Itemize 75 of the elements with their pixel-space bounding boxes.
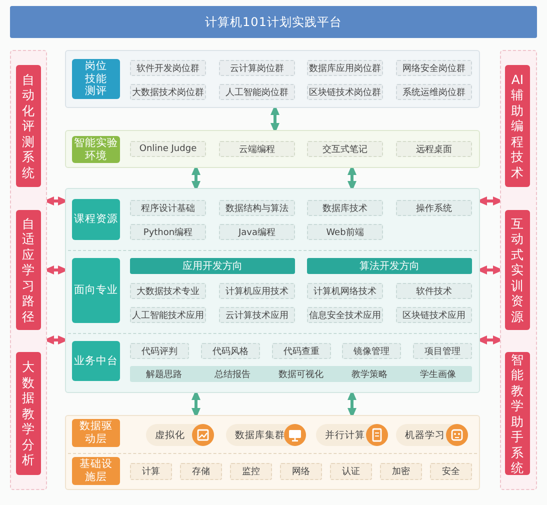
item-cell: 数据库技术 xyxy=(307,200,383,216)
item-cell: 计算机应用技术 xyxy=(219,283,295,299)
item-pill xyxy=(146,424,214,446)
item-cell: 软件技术 xyxy=(396,283,472,299)
item-cell: Online Judge xyxy=(130,141,206,157)
item-cell: 信息安全技术应用 xyxy=(307,307,383,323)
side-panel xyxy=(10,50,47,490)
item-cell: 远程桌面 xyxy=(396,141,472,157)
feature-box: 自适应学习路径 xyxy=(16,210,41,330)
item-cell: 软件开发岗位群 xyxy=(130,60,206,76)
layer-panel xyxy=(65,188,480,393)
item-cell: 程序设计基础 xyxy=(130,200,206,216)
item-cell: Python编程 xyxy=(130,224,206,240)
item-cell: 操作系统 xyxy=(396,200,472,216)
item-cell: 计算机网络技术 xyxy=(307,283,383,299)
item-cell: 代码评判 xyxy=(130,343,189,359)
title-bar: 计算机101计划实践平台 xyxy=(10,6,537,38)
tag-text: 总结报告 xyxy=(214,368,252,380)
pill-text: 数据库集群 xyxy=(235,428,285,442)
item-cell: 云计算技术应用 xyxy=(219,307,295,323)
item-cell: 网络安全岗位群 xyxy=(396,60,472,76)
item-cell: 大数据技术专业 xyxy=(130,283,206,299)
item-pill xyxy=(316,424,388,446)
feature-box: 互动式实训资源 xyxy=(505,210,530,330)
item-cell: 数据结构与算法 xyxy=(219,200,295,216)
item-pill xyxy=(226,424,306,446)
item-cell: 交互式笔记 xyxy=(307,141,383,157)
feature-box: 大数据教学分析 xyxy=(16,352,41,475)
item-cell: 系统运维岗位群 xyxy=(396,84,472,100)
item-cell: 认证 xyxy=(330,463,372,480)
item-cell: 区块链技术岗位群 xyxy=(307,84,383,100)
item-cell: 项目管理 xyxy=(413,343,472,359)
item-cell: 代码查重 xyxy=(272,343,331,359)
item-cell: Web前端 xyxy=(307,224,383,240)
feature-box: AI辅助编程技术 xyxy=(505,65,530,187)
layer-label: 业务中台 xyxy=(72,341,120,381)
item-cell: 数据库应用岗位群 xyxy=(307,60,383,76)
pill-text: 机器学习 xyxy=(405,428,445,442)
item-cell: 计算 xyxy=(130,463,172,480)
item-cell: 大数据技术岗位群 xyxy=(130,84,206,100)
feature-box: 智能教学助手系统 xyxy=(505,352,530,475)
item-cell: 区块链技术应用 xyxy=(396,307,472,323)
item-cell: 人工智能技术应用 xyxy=(130,307,206,323)
item-cell: 人工智能岗位群 xyxy=(219,84,295,100)
item-cell: 代码风格 xyxy=(201,343,260,359)
item-cell: 云端编程 xyxy=(219,141,295,157)
direction-band: 算法开发方向 xyxy=(307,258,472,274)
item-pill xyxy=(396,424,468,446)
pill-text: 并行计算 xyxy=(325,428,365,442)
item-cell: 加密 xyxy=(380,463,422,480)
item-cell: 镜像管理 xyxy=(342,343,401,359)
side-panel xyxy=(500,50,537,490)
item-cell: 云计算岗位群 xyxy=(219,60,295,76)
pill-text: 虚拟化 xyxy=(155,428,185,442)
layer-label: 面向专业 xyxy=(72,258,120,323)
layer-panel xyxy=(65,50,480,108)
tag-band xyxy=(130,366,472,382)
tag-text: 学生画像 xyxy=(418,368,457,380)
layer-label: 基础设施层 xyxy=(72,457,120,485)
direction-band: 应用开发方向 xyxy=(130,258,295,274)
layer-label: 智能实验环境 xyxy=(72,136,120,163)
item-cell: Java编程 xyxy=(219,224,295,240)
layer-panel xyxy=(65,415,480,490)
item-cell: 存储 xyxy=(180,463,222,480)
layer-label: 数据驱动层 xyxy=(72,419,120,447)
layer-label: 岗位技能测评 xyxy=(72,59,120,99)
item-cell: 监控 xyxy=(230,463,272,480)
tag-text: 数据可视化 xyxy=(278,368,324,380)
layer-label: 课程资源 xyxy=(72,199,120,240)
item-cell: 安全 xyxy=(430,463,472,480)
layer-panel xyxy=(65,130,480,168)
tag-text: 解题思路 xyxy=(145,368,184,380)
item-cell: 网络 xyxy=(280,463,322,480)
feature-box: 自动化评测系统 xyxy=(16,65,41,187)
tag-text: 教学策略 xyxy=(350,368,388,380)
